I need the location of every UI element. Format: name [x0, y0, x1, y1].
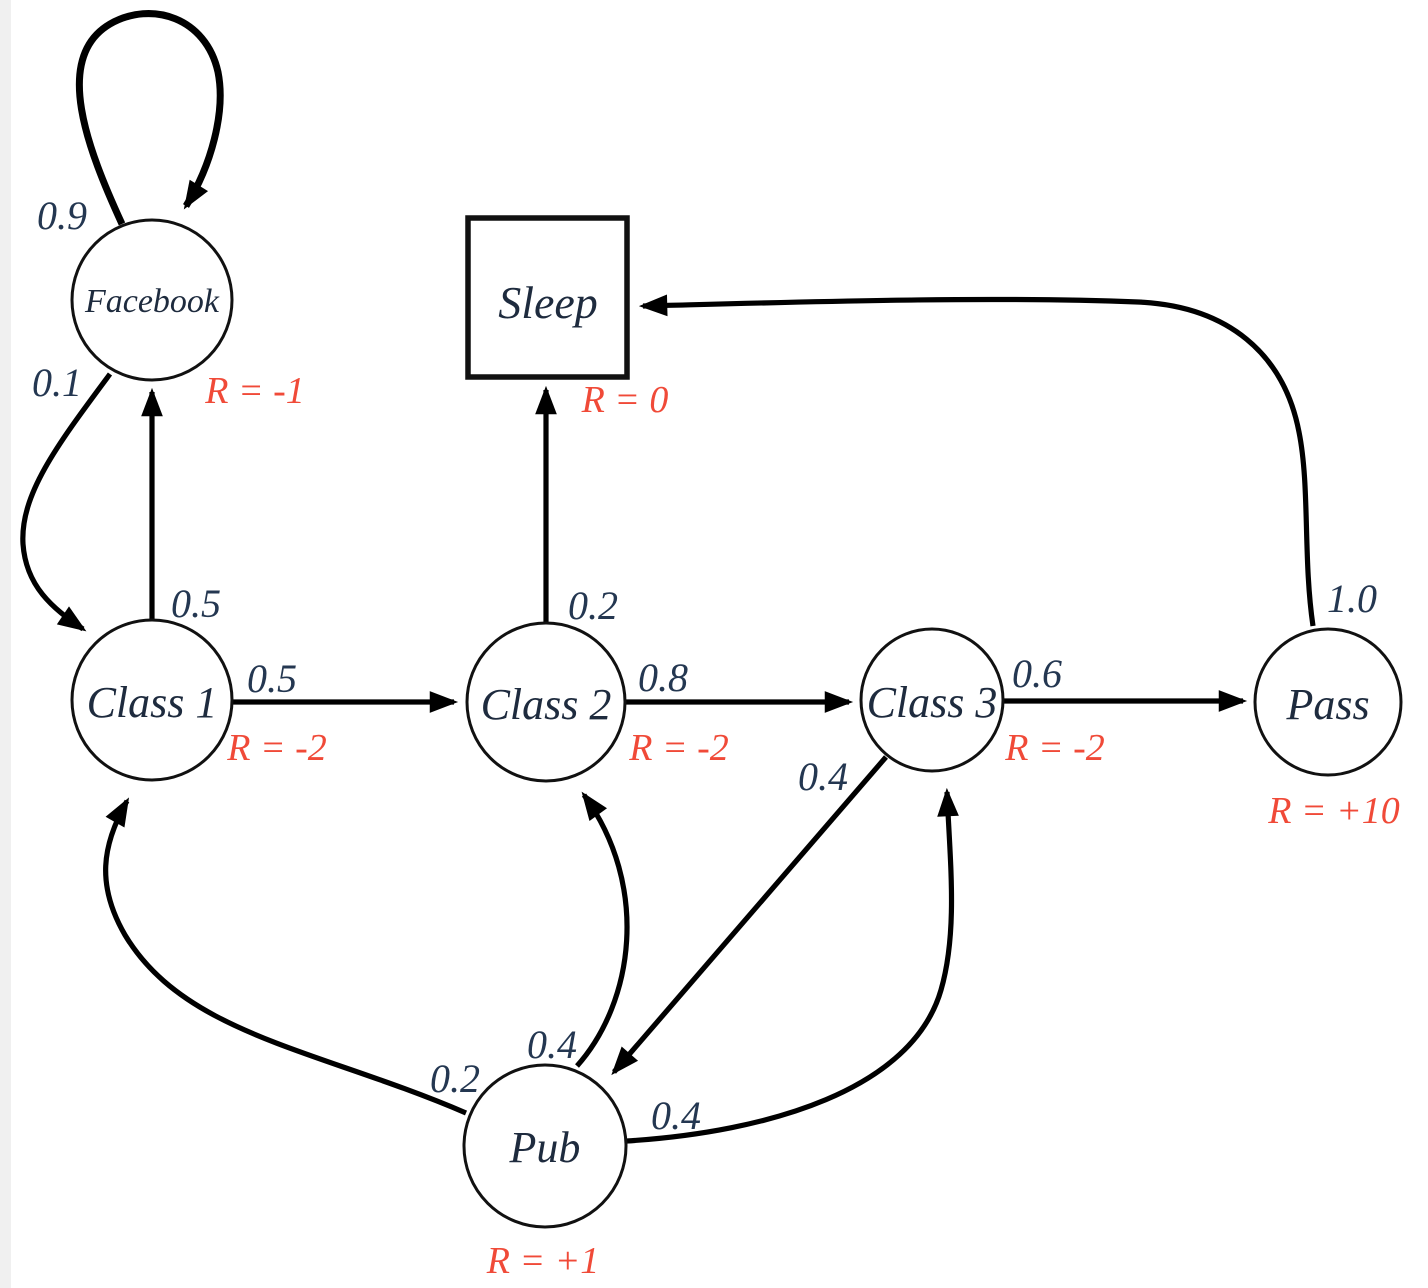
- reward-pass: R = +10: [1267, 790, 1400, 832]
- probability-class1-facebook: 0.5: [171, 581, 221, 626]
- node-sleep: [465, 215, 630, 380]
- reward-class2: R = -2: [628, 727, 729, 769]
- reward-sleep: R = 0: [581, 379, 669, 421]
- probability-class3-pass: 0.6: [1012, 651, 1062, 696]
- probability-facebook-self: 0.9: [37, 193, 87, 238]
- node-class1-label: Class 1: [87, 678, 218, 727]
- probability-pub-class2: 0.4: [527, 1022, 577, 1067]
- node-pass-label: Pass: [1285, 680, 1369, 729]
- node-pub: [462, 1063, 628, 1229]
- node-facebook-label: Facebook: [84, 283, 220, 320]
- reward-facebook: R = -1: [204, 370, 305, 412]
- node-pass: [1253, 627, 1403, 777]
- edge-facebook-to-class1: [20, 372, 113, 632]
- edge-pass-to-sleep: [638, 294, 1316, 627]
- probability-class2-class3: 0.8: [638, 655, 688, 700]
- probability-pub-class1: 0.2: [430, 1056, 480, 1101]
- edge-pub-to-class3: [626, 787, 959, 1144]
- probability-class2-sleep: 0.2: [568, 583, 618, 628]
- node-class3-label: Class 3: [867, 678, 998, 727]
- node-class1: [70, 618, 234, 782]
- probability-class1-class2: 0.5: [247, 656, 297, 701]
- edge-pub-to-class1: [103, 797, 468, 1116]
- probability-class3-pub: 0.4: [798, 754, 848, 799]
- node-class2-label: Class 2: [481, 680, 612, 729]
- probability-pass-sleep: 1.0: [1327, 576, 1377, 621]
- node-facebook: [70, 218, 234, 382]
- edge-pub-to-class2: [575, 791, 630, 1068]
- reward-pub: R = +1: [486, 1240, 600, 1282]
- reward-class1: R = -2: [226, 727, 327, 769]
- page-edge-strip: [0, 0, 11, 1288]
- node-pub-label: Pub: [509, 1123, 581, 1172]
- node-class3: [859, 627, 1005, 773]
- node-class2: [465, 621, 627, 783]
- edge-class3-to-pub: [611, 755, 888, 1076]
- probability-pub-class3: 0.4: [651, 1093, 701, 1138]
- edge-facebook-self-loop: [75, 10, 224, 226]
- node-sleep-label: Sleep: [498, 277, 598, 328]
- probability-facebook-class1: 0.1: [32, 360, 82, 405]
- reward-class3: R = -2: [1004, 727, 1105, 769]
